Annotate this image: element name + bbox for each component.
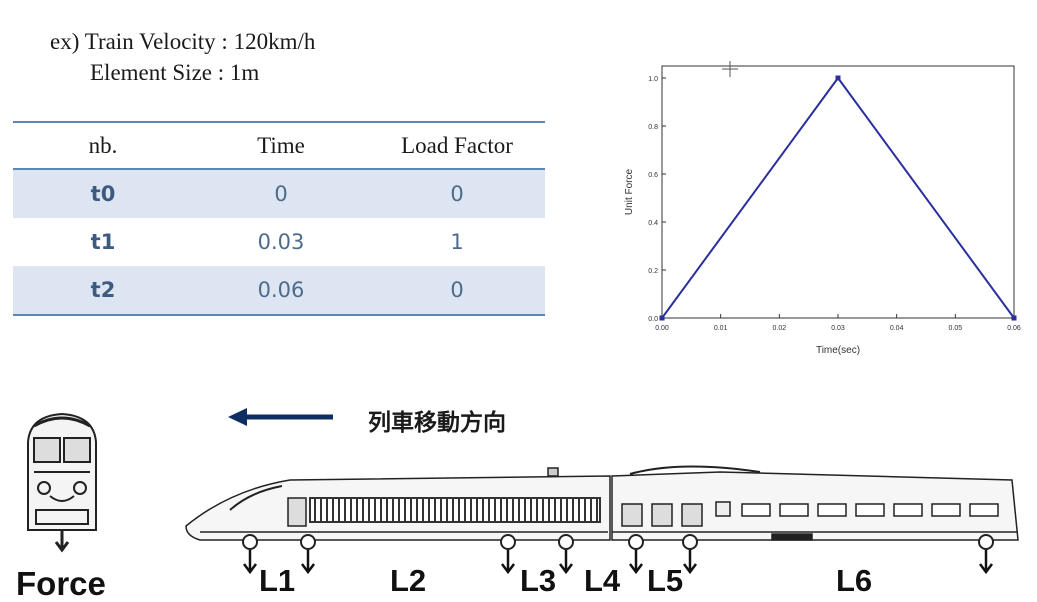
x-axis-ticks: 0.00 0.01 0.02 0.03 0.04 0.05 0.06 — [655, 314, 1021, 332]
train-direction-label: 列車移動方向 — [368, 410, 506, 436]
series-group — [659, 75, 1017, 321]
x-axis-label: Time(sec) — [816, 345, 860, 356]
table-cell-nb: t0 — [90, 182, 116, 206]
table-cell-load-factor: 1 — [450, 230, 464, 254]
y-tick-label: 0.0 — [648, 316, 658, 323]
segment-label-l4: L4 — [584, 563, 621, 598]
element-size-text: Element Size : 1m — [90, 60, 260, 85]
data-point — [1011, 315, 1017, 321]
plot-frame — [661, 65, 1015, 319]
x-tick-label: 0.03 — [831, 325, 845, 332]
train-velocity-text: ex) Train Velocity : 120km/h — [50, 29, 316, 54]
segment-label-l6: L6 — [836, 563, 873, 598]
train-side-view — [185, 465, 1019, 575]
column-header-time: Time — [257, 132, 305, 158]
crosshair-cursor-icon — [722, 61, 738, 77]
series-line — [661, 76, 1015, 319]
column-header-nb: nb. — [88, 132, 118, 158]
data-point — [659, 315, 665, 321]
table-row: t0 0 0 — [13, 170, 545, 218]
table-cell-time: 0.03 — [257, 230, 305, 254]
table-cell-time: 0.06 — [257, 278, 305, 302]
column-header-load-factor: Load Factor — [401, 132, 513, 158]
x-tick-label: 0.06 — [1007, 325, 1021, 332]
example-header: ex) Train Velocity : 120km/h Element Siz… — [50, 26, 315, 88]
x-tick-label: 0.01 — [714, 325, 728, 332]
y-tick-label: 0.2 — [648, 268, 658, 275]
segment-label-l2: L2 — [390, 563, 427, 598]
table-row: t1 0.03 1 — [13, 218, 545, 266]
x-tick-label: 0.02 — [773, 325, 787, 332]
y-tick-label: 0.8 — [648, 124, 658, 131]
y-tick-label: 1.0 — [648, 76, 658, 83]
table-cell-load-factor: 0 — [450, 182, 464, 206]
load-factor-table: nb. Time Load Factor t0 0 0 t1 0.03 1 t2… — [13, 121, 545, 316]
y-tick-label: 0.4 — [648, 220, 658, 227]
y-tick-label: 0.6 — [648, 172, 658, 179]
train-front-view — [27, 412, 97, 553]
y-axis-ticks: 0.0 0.2 0.4 0.6 0.8 1.0 — [648, 76, 666, 323]
table-cell-nb: t2 — [90, 278, 116, 302]
train-load-diagram — [27, 408, 1019, 575]
table-row: t2 0.06 0 — [13, 266, 545, 314]
y-axis-label: Unit Force — [624, 169, 635, 216]
table-cell-time: 0 — [274, 182, 288, 206]
x-tick-label: 0.00 — [655, 325, 669, 332]
direction-arrow-icon — [228, 408, 333, 426]
force-label: Force — [16, 565, 106, 602]
table-cell-nb: t1 — [90, 230, 116, 254]
segment-label-l5: L5 — [647, 563, 684, 598]
segment-label-l3: L3 — [520, 563, 557, 598]
data-point — [835, 75, 841, 81]
x-tick-label: 0.04 — [890, 325, 904, 332]
segment-label-l1: L1 — [259, 563, 296, 598]
table-header-row: nb. Time Load Factor — [13, 123, 545, 170]
x-tick-label: 0.05 — [949, 325, 963, 332]
table-cell-load-factor: 0 — [450, 278, 464, 302]
